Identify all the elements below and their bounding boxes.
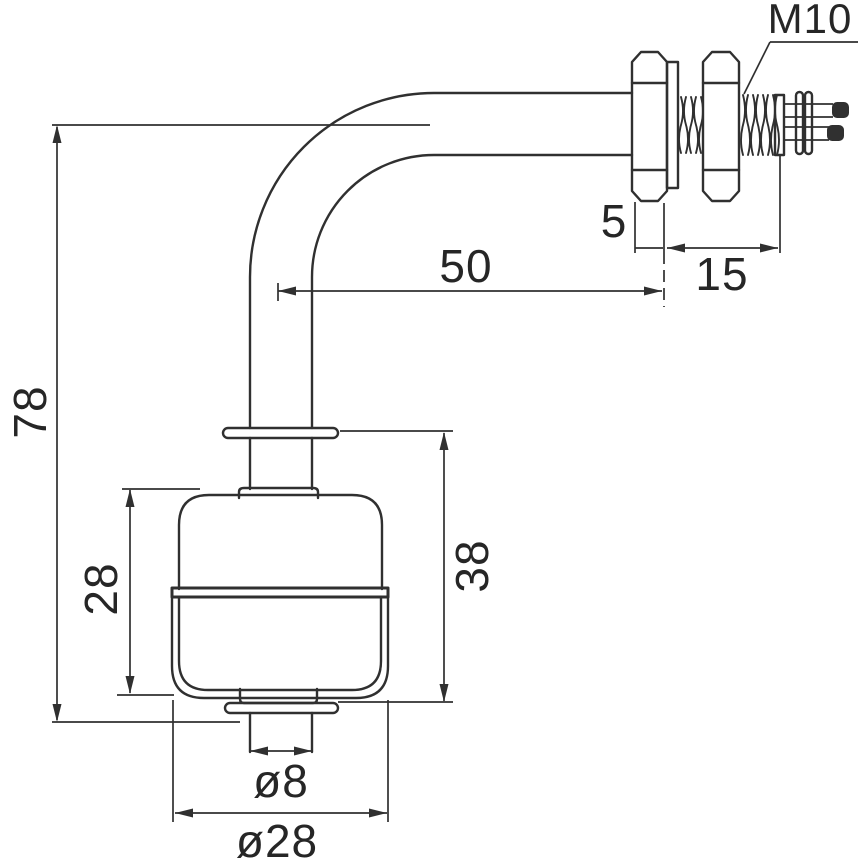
wire-2-tip: [827, 125, 844, 141]
wire-grommet-ring-2: [803, 90, 814, 156]
float-upper-shell: [177, 493, 384, 591]
dim-label-38: 38: [446, 539, 498, 592]
fitting-end-cap: [773, 93, 786, 157]
wire-grommet-ring-1: [794, 90, 805, 156]
dim-15-arrow-right: [760, 243, 778, 253]
dim-label-5: 5: [601, 195, 628, 247]
wire-2: [784, 126, 829, 141]
lower-stop-ring: [223, 701, 340, 715]
thread-spec-callout: M10: [743, 0, 858, 95]
hex-nut-inner: [630, 50, 669, 203]
dimension-guide-length: 38: [338, 430, 498, 703]
tube-inner-outline: [310, 153, 634, 430]
dim-78-arrow-down: [52, 704, 62, 722]
upper-bushing-collar: [237, 486, 320, 500]
dim-label-d28: ø28: [236, 815, 318, 861]
dim-28-arrow-up: [125, 489, 135, 507]
float-seam-band: [170, 586, 390, 599]
float-body: [170, 493, 390, 700]
dim-28-arrow-down: [125, 676, 135, 694]
wire-1: [784, 103, 833, 118]
washer-plate: [665, 60, 680, 190]
dimension-nut-and-thread: 5 15: [601, 156, 781, 307]
dim-38-arrow-down: [439, 684, 449, 702]
m10-leader-diagonal: [743, 41, 771, 95]
dim-label-78: 78: [4, 385, 56, 438]
thread-section-m10: [740, 94, 780, 156]
dim-15-arrow-left: [667, 243, 685, 253]
dimension-float-diameter: ø28: [172, 700, 389, 861]
dim-50-arrow-right: [644, 286, 662, 296]
wire-1-tip: [832, 102, 849, 118]
dim-d28-arrow-right: [369, 808, 387, 818]
threaded-head-fitting: [630, 50, 849, 203]
dimension-horizontal-reach: 50: [277, 240, 662, 301]
float-lower-shell-outer: [170, 595, 390, 700]
dim-50-arrow-left: [278, 286, 296, 296]
dim-label-d8: ø8: [253, 755, 309, 807]
bent-stem-tube: [248, 91, 634, 754]
dim-38-arrow-up: [439, 432, 449, 450]
dimension-overall-height: 78: [4, 124, 430, 723]
dim-78-arrow-up: [52, 125, 62, 143]
dim-label-50: 50: [439, 240, 492, 292]
dim-d8-arrow-right: [294, 746, 312, 756]
dim-d8-arrow-left: [250, 746, 268, 756]
dim-d28-arrow-left: [175, 808, 193, 818]
dim-label-28: 28: [75, 562, 127, 615]
tube-outer-outline: [248, 91, 634, 430]
stem-collars: [221, 426, 340, 715]
upper-stop-ring: [221, 426, 340, 440]
thread-spec-label: M10: [768, 0, 853, 42]
dim-label-15: 15: [695, 248, 748, 300]
thread-section-inner: [678, 96, 704, 154]
dimension-float-height: 28: [75, 488, 200, 696]
float-lower-shell-inner: [177, 595, 383, 692]
lead-wires: [784, 90, 849, 156]
dimension-stem-diameter: ø8: [250, 746, 312, 807]
hex-nut-outer: [701, 50, 741, 203]
